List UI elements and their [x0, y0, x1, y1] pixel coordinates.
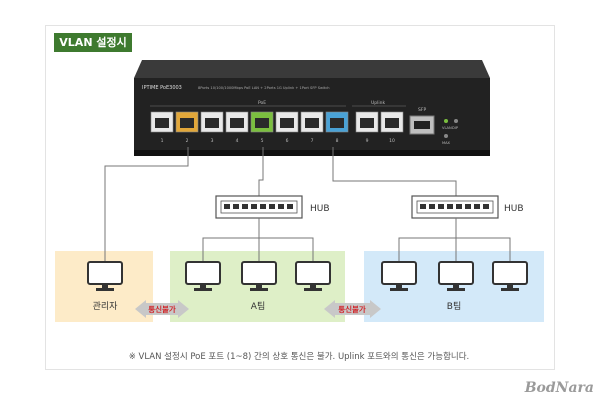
switch-top	[134, 60, 490, 78]
port-number-9: 9	[366, 138, 369, 144]
sfp-slot	[414, 121, 430, 129]
footnote: ※ VLAN 설정시 PoE 포트 (1~8) 간의 상호 통신은 불가. Up…	[128, 352, 470, 362]
monitor-icon-a-team-2	[241, 261, 277, 291]
blocked-arrow-a-b	[324, 300, 381, 318]
hub-a-ports-port-5	[260, 204, 266, 209]
hub-b-ports-port-2	[429, 204, 435, 209]
hub-a-ports-port-1	[224, 204, 230, 209]
monitor-icon-a-team-3	[295, 261, 331, 291]
switch-port-socket-9	[360, 118, 374, 128]
watermark-logo: BodNara	[524, 380, 594, 396]
monitor-icon-a-team-1	[185, 261, 221, 291]
hub-a-ports-port-7	[278, 204, 284, 209]
monitor-icon-b-team-2	[438, 261, 474, 291]
port-number-6: 6	[286, 138, 289, 144]
led-label-vlan: VLAN	[442, 126, 452, 130]
hub-b-ports-port-6	[465, 204, 471, 209]
switch-ports: 1 2 3 4 5 6 7 8 9 10	[150, 111, 404, 144]
admin-label: 관리자	[93, 301, 119, 312]
hub-a-ports-port-8	[287, 204, 293, 209]
b-cable-left	[398, 218, 457, 262]
monitor-icon-admin	[87, 261, 123, 291]
hub-a-ports-port-4	[251, 204, 257, 209]
hub-a-label: HUB	[310, 204, 330, 214]
blocked-arrow-admin-a	[135, 300, 189, 318]
port-number-5: 5	[261, 138, 264, 144]
hub-b-ports-port-5	[456, 204, 462, 209]
hub-b-label: HUB	[504, 204, 524, 214]
switch-port-socket-4	[230, 118, 244, 128]
port-number-1: 1	[161, 138, 164, 144]
port-number-4: 4	[236, 138, 239, 144]
monitors	[87, 261, 528, 291]
monitor-icon-b-team-3	[492, 261, 528, 291]
b-team-label: B팀	[447, 300, 461, 312]
switch-port-socket-8	[330, 118, 344, 128]
port-number-10: 10	[389, 138, 395, 144]
hub-a-ports-port-6	[269, 204, 275, 209]
hub-b	[411, 195, 499, 219]
poe-label: PoE	[258, 100, 266, 106]
hub-b-ports-port-7	[474, 204, 480, 209]
sfp-label: SFP	[418, 107, 426, 113]
b-cable-right	[456, 237, 511, 262]
blocked-label-2: 통신불가	[338, 304, 366, 314]
switch-port-socket-7	[305, 118, 319, 128]
hub-a	[215, 195, 303, 219]
switch-port-socket-3	[205, 118, 219, 128]
switch-port-socket-2	[180, 118, 194, 128]
a-cable-left	[202, 218, 260, 262]
admin-cable	[104, 147, 189, 262]
switch-port-socket-5	[255, 118, 269, 128]
led-label-dip: DIP	[452, 126, 459, 130]
switch-port-socket-6	[280, 118, 294, 128]
hub-b-ports-port-1	[420, 204, 426, 209]
port-number-7: 7	[311, 138, 314, 144]
switch-base	[134, 150, 490, 156]
hub-b-ports-port-8	[483, 204, 489, 209]
b-team-cable	[332, 147, 457, 196]
switch-port-socket-10	[385, 118, 399, 128]
led-vlan	[444, 119, 448, 123]
hub-a-ports-port-3	[242, 204, 248, 209]
a-team-label: A팀	[251, 300, 265, 312]
led-label-max: MAX	[442, 141, 451, 145]
uplink-label: Uplink	[371, 100, 386, 106]
title-badge: VLAN 설정시	[54, 33, 132, 52]
hub-b-ports-port-4	[447, 204, 453, 209]
a-team-cable	[258, 147, 264, 196]
monitor-icon-b-team-1	[381, 261, 417, 291]
led-max	[444, 134, 448, 138]
blocked-label-1: 통신불가	[148, 304, 176, 314]
switch-spec: 8Ports 10/100/1000Mbps PoE LAN + 2Ports …	[198, 86, 330, 90]
switch-port-socket-1	[155, 118, 169, 128]
port-number-8: 8	[336, 138, 339, 144]
port-number-3: 3	[211, 138, 214, 144]
a-cable-right	[259, 237, 314, 262]
hub-b-ports-port-3	[438, 204, 444, 209]
switch-model: IPTIME PoE3003	[142, 85, 182, 91]
hub-a-ports-port-2	[233, 204, 239, 209]
port-number-2: 2	[186, 138, 189, 144]
led-dip	[454, 119, 458, 123]
